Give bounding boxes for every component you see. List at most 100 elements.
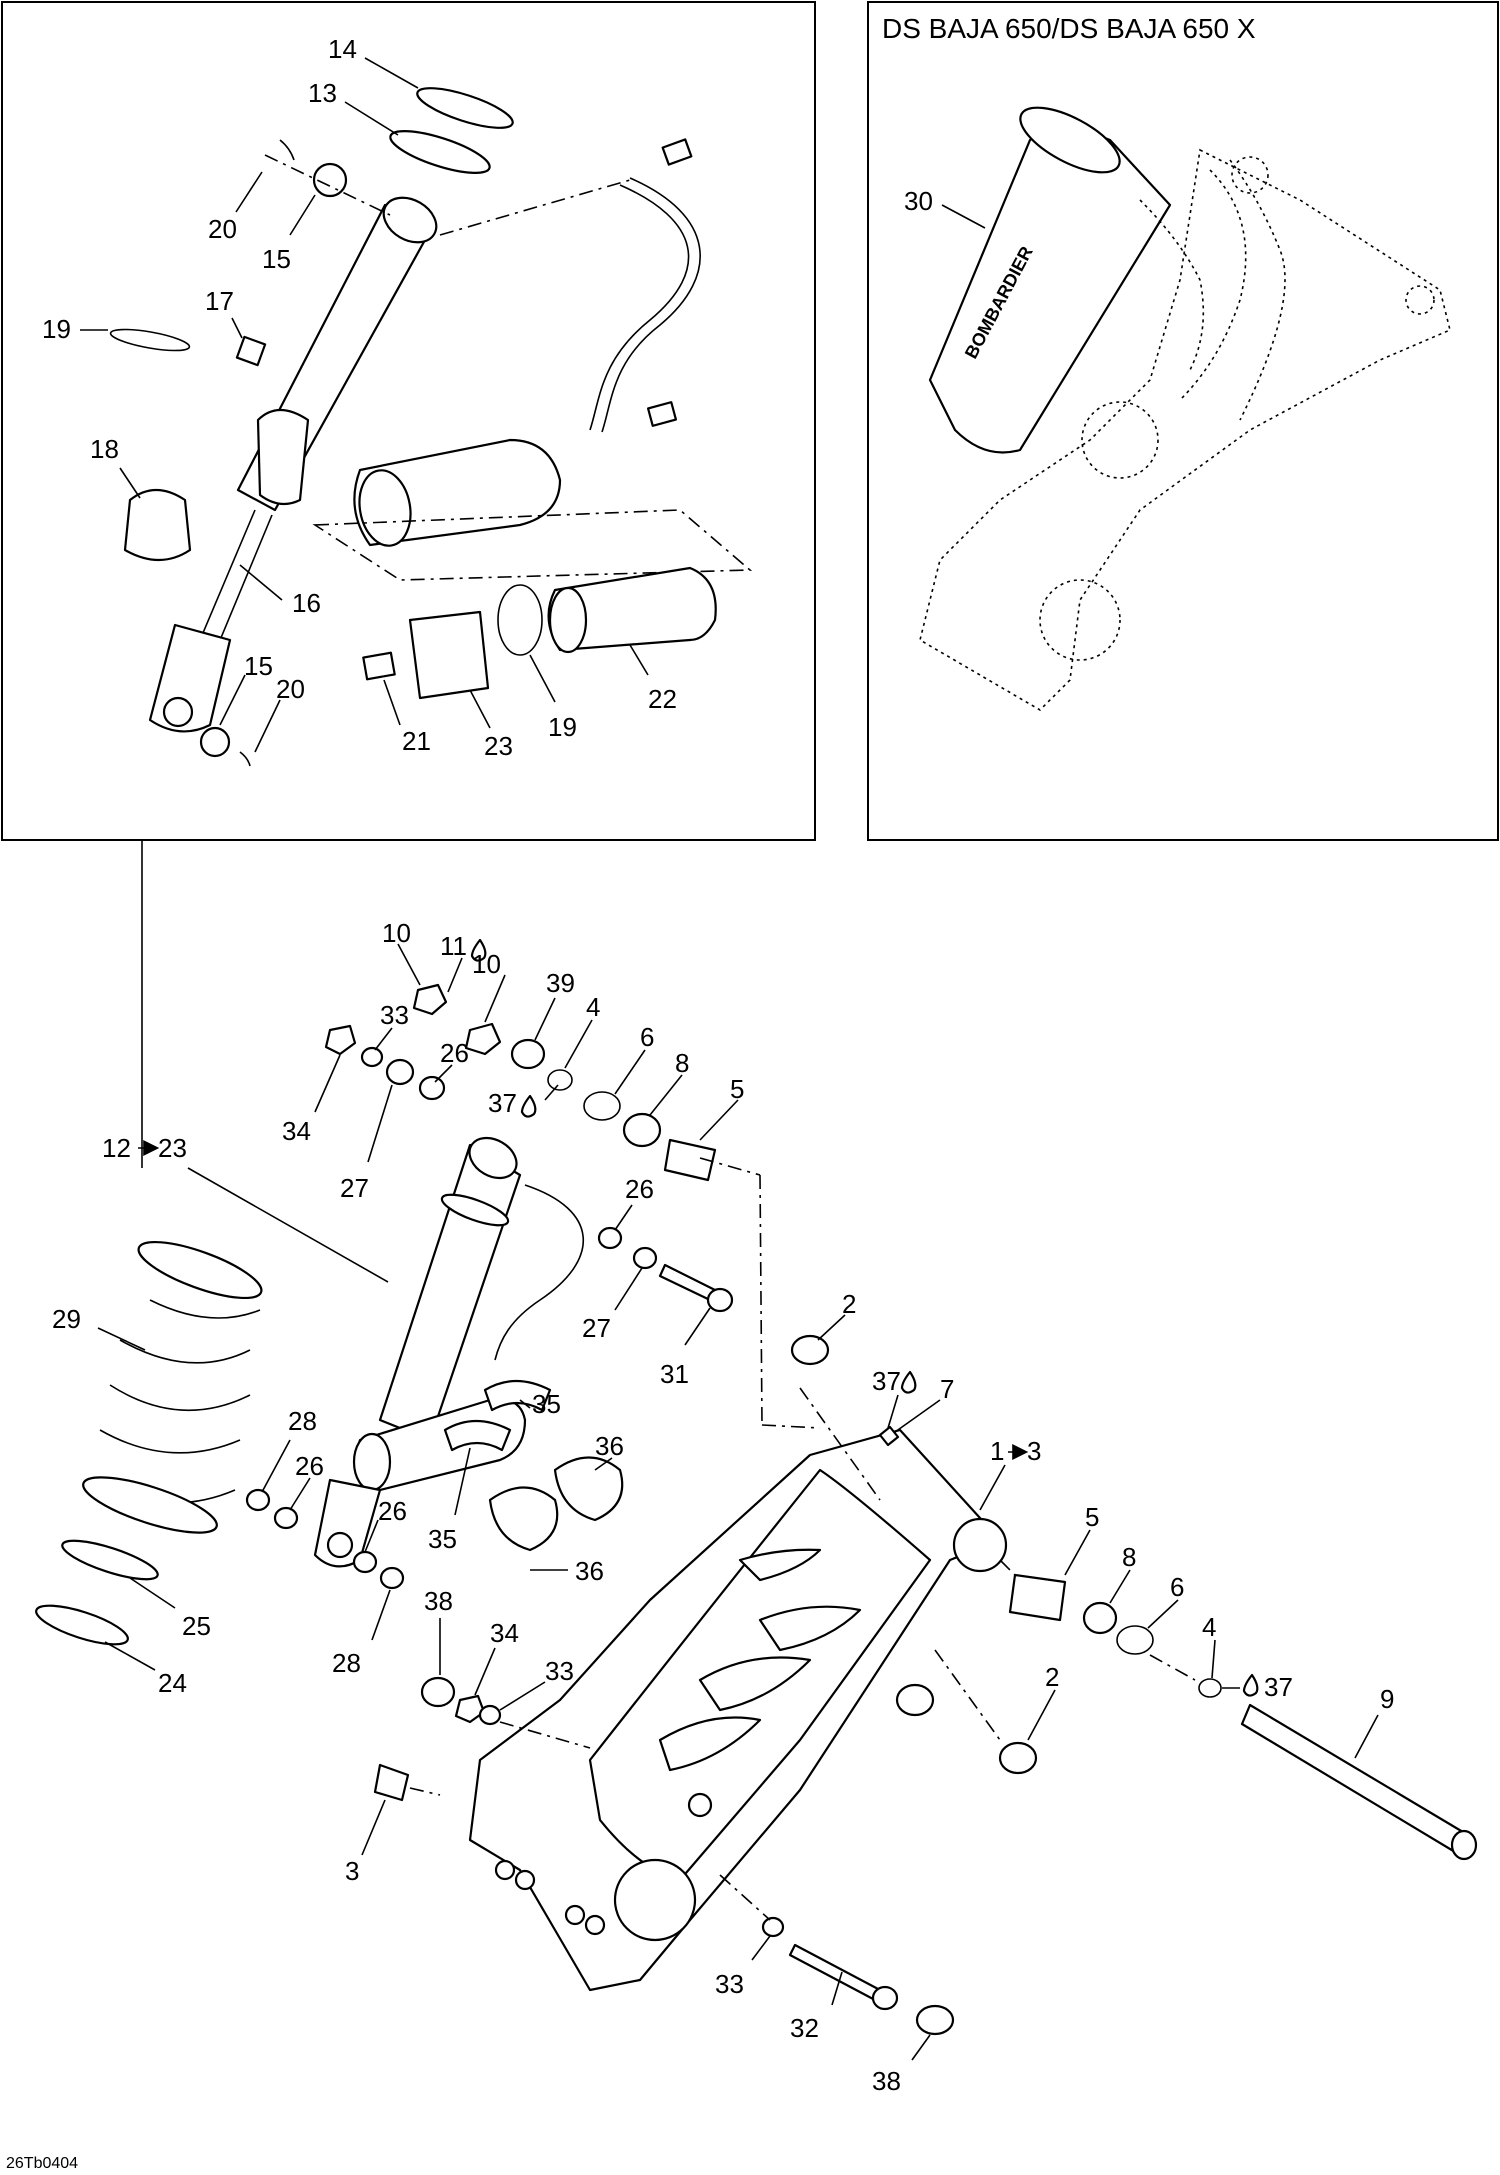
callout-21: 21 (402, 726, 431, 756)
callout-2-top: 2 (842, 1289, 856, 1319)
callout-16: 16 (292, 588, 321, 618)
callout-11: 11 (440, 931, 467, 961)
spring-seat-nut-14 (416, 87, 514, 129)
oil-drop-icon-37-right (1242, 1673, 1259, 1697)
oil-drop-icon-37-mid (900, 1370, 917, 1394)
callout-17: 17 (205, 286, 234, 316)
callout-9: 9 (1380, 1684, 1394, 1714)
callout-27-mid: 27 (582, 1313, 611, 1343)
callout-1: 1 (990, 1436, 1004, 1466)
shock-absorber-detail (109, 87, 753, 767)
nut-10 (464, 1022, 502, 1056)
callout-10-top: 10 (382, 918, 411, 948)
swing-arm-lower-bore (613, 1858, 697, 1942)
reservoir-section-outline (312, 509, 753, 581)
washer-33-left (478, 1704, 502, 1726)
bushing-26-left (273, 1506, 299, 1530)
shim-35-b (483, 1380, 552, 1412)
callout-29: 29 (52, 1304, 81, 1334)
main-swing-arm-assembly (35, 983, 1478, 2036)
callout-3-ref: 3 (1027, 1436, 1041, 1466)
hose-fitting-bottom (646, 401, 678, 427)
coil-spring-29 (82, 1240, 263, 1534)
callout-2-right: 2 (1045, 1662, 1059, 1692)
callout-36-bottom: 36 (575, 1556, 604, 1586)
washer-33-bottom (761, 1916, 785, 1938)
washer-33-top (360, 1046, 384, 1068)
callout-26-mid: 26 (625, 1174, 654, 1204)
callout-26-right: 26 (378, 1496, 407, 1526)
callout-5-top: 5 (730, 1074, 744, 1104)
shock-rod (199, 509, 256, 641)
o-ring-6-right (1116, 1625, 1154, 1655)
hose-fitting-top (661, 138, 693, 166)
callout-33-bottom: 33 (715, 1969, 744, 1999)
bushing-26-right (352, 1550, 378, 1574)
callout-8-top: 8 (675, 1048, 689, 1078)
o-ring-4-top (547, 1069, 573, 1091)
callout-6-right: 6 (1170, 1572, 1184, 1602)
shock-top-eye (382, 196, 438, 244)
main-callouts: 10 11 10 39 4 6 8 5 33 26 37 34 27 12 23… (52, 918, 1394, 2096)
shim-35-a (443, 1420, 512, 1452)
spring-cover-30 (928, 128, 1172, 454)
callout-28-top: 28 (288, 1406, 317, 1436)
oil-drop-icon-37-top (520, 1094, 537, 1118)
callout-15-top: 15 (262, 244, 291, 274)
callout-38-bottom: 38 (872, 2066, 901, 2096)
bushing-5-right (1008, 1573, 1067, 1622)
callout-5-right: 5 (1085, 1502, 1099, 1532)
callout-14: 14 (328, 34, 357, 64)
callout-10: 10 (472, 949, 501, 979)
callout-26-left: 26 (295, 1451, 324, 1481)
plug-2-mid (895, 1683, 935, 1717)
model-variant-title: DS BAJA 650/DS BAJA 650 X (882, 13, 1256, 44)
callout-39: 39 (546, 968, 575, 998)
bump-stop (256, 408, 310, 506)
washer-28-right (379, 1566, 405, 1590)
top-left-callouts: 14 13 20 15 17 19 18 16 15 20 21 23 19 2… (42, 34, 677, 761)
callout-6-top: 6 (640, 1022, 654, 1052)
callout-27-top: 27 (340, 1173, 369, 1203)
callout-8-right: 8 (1122, 1542, 1136, 1572)
variant-swing-arm-outline (919, 148, 1451, 712)
o-ring-19-top (109, 328, 191, 352)
callout-15-bottom: 15 (244, 651, 273, 681)
callout-25: 25 (182, 1611, 211, 1641)
bolt-32 (788, 1943, 882, 2002)
callout-20-bottom: 20 (276, 674, 305, 704)
callout-31: 31 (660, 1359, 689, 1389)
callout-12: 12 (102, 1133, 131, 1163)
callout-4-right: 4 (1202, 1612, 1216, 1642)
washer-39 (510, 1038, 546, 1070)
swing-arm-pivot-bore (952, 1517, 1008, 1573)
model-variant-frame (867, 1, 1499, 841)
callout-37-mid: 37 (872, 1366, 901, 1396)
ball-joint-15-top (312, 162, 348, 198)
ball-joint-15-bottom (199, 726, 231, 758)
valve-core-21 (362, 651, 396, 681)
oil-drop-icon-11 (470, 938, 487, 962)
o-ring-6-top (583, 1091, 621, 1121)
spring-seat-25 (61, 1539, 159, 1581)
bearing-8-right (1082, 1601, 1118, 1635)
bearing-27-mid (632, 1246, 658, 1270)
callout-33-top: 33 (380, 1000, 409, 1030)
bumper-boot-18 (123, 488, 192, 561)
spring-seat-13 (389, 130, 491, 174)
nut-34-top (324, 1024, 357, 1056)
grease-fitting-7 (878, 1425, 900, 1447)
callout-19-bottom: 19 (548, 712, 577, 742)
callout-34-top: 34 (282, 1116, 311, 1146)
callout-30: 30 (904, 186, 933, 216)
o-ring-19-reservoir (497, 584, 543, 656)
bushing-26-mid (597, 1226, 623, 1250)
callout-38-top: 38 (424, 1586, 453, 1616)
callout-18: 18 (90, 434, 119, 464)
bearing-8-top (622, 1112, 662, 1148)
nut-17 (235, 335, 267, 367)
end-cap-23 (408, 610, 490, 700)
callout-4-top: 4 (586, 992, 600, 1022)
bushing-26-top (418, 1075, 446, 1101)
plug-2-top (790, 1334, 830, 1366)
